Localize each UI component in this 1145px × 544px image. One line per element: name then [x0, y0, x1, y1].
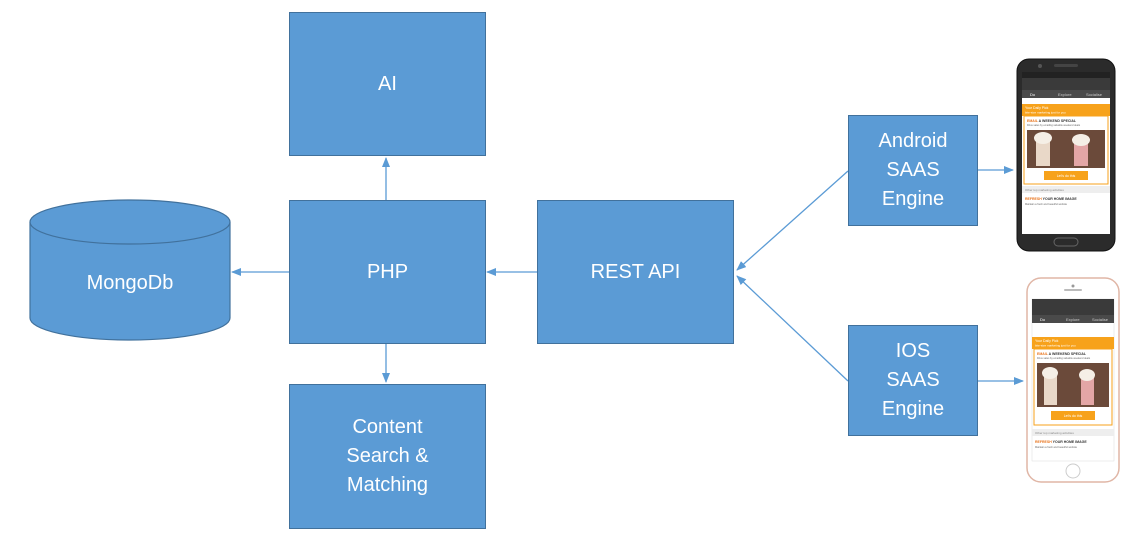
content-search-label: Content Search & Matching — [346, 416, 429, 496]
ios-card1-text: Drive sales by emailing valuable weekend… — [1037, 357, 1091, 360]
android-card2-text: Maintain a fresh and beautiful website — [1025, 203, 1068, 206]
ai-node: AI — [289, 12, 486, 156]
android-tab-1: Do — [1030, 92, 1036, 97]
ios-card2-title: REFRESH YOUR HOME IMAGE — [1035, 440, 1087, 444]
arrow-android-to-rest-api — [736, 170, 849, 271]
rest-api-label: REST API — [590, 260, 681, 283]
ios-card1-accent: EMAIL — [1037, 352, 1049, 356]
ios-card2-rest: YOUR HOME IMAGE — [1052, 440, 1088, 444]
android-engine-label: Android SAAS Engine — [878, 130, 948, 210]
android-card1-title: EMAIL A WEEKEND SPECIAL — [1027, 119, 1077, 123]
mongodb-cylinder — [29, 199, 231, 341]
ios-phone: Do Explore Socialise Your Daily Pick bit… — [1026, 277, 1120, 483]
android-card1-rest: A WEEKEND SPECIAL — [1038, 119, 1077, 123]
android-phone: Do Explore Socialise Your Daily Pick bit… — [1016, 58, 1116, 252]
ios-tab-3: Socialise — [1092, 317, 1109, 322]
android-daily-pick-sub: bite-size marketing just for you — [1025, 111, 1066, 115]
android-daily-pick: Your Daily Pick — [1025, 106, 1049, 110]
android-cta: Let's do this — [1057, 174, 1076, 178]
content-search-node: Content Search & Matching — [289, 384, 486, 529]
android-card1-accent: EMAIL — [1027, 119, 1039, 123]
php-label: PHP — [366, 260, 409, 283]
android-card1-text: Drive sales by emailing valuable weekend… — [1027, 124, 1081, 127]
android-card2-rest: YOUR HOME IMAGE — [1042, 197, 1078, 201]
ios-daily-pick: Your Daily Pick — [1035, 339, 1059, 343]
ios-card1-title: EMAIL A WEEKEND SPECIAL — [1037, 352, 1087, 356]
android-engine-node: Android SAAS Engine — [848, 115, 978, 226]
ios-card2-accent: REFRESH — [1035, 440, 1052, 444]
ios-tab-2: Explore — [1066, 317, 1080, 322]
ai-label: AI — [378, 72, 397, 95]
ios-divider: Other top marketing activities — [1035, 431, 1074, 435]
ios-cta: Let's do this — [1064, 414, 1083, 418]
ios-daily-pick-sub: bite-size marketing just for you — [1035, 344, 1076, 348]
php-node: PHP — [289, 200, 486, 344]
ios-tab-1: Do — [1040, 317, 1046, 322]
mongodb-text: MongoDb — [86, 272, 174, 294]
mongodb-label: MongoDb — [30, 272, 230, 295]
ios-card2-text: Maintain a fresh and beautiful website — [1035, 446, 1078, 449]
ios-engine-label: IOS SAAS Engine — [881, 340, 945, 420]
android-tab-2: Explore — [1058, 92, 1072, 97]
ios-engine-node: IOS SAAS Engine — [848, 325, 978, 436]
android-divider: Other top marketing activities — [1025, 188, 1064, 192]
android-tab-3: Socialise — [1086, 92, 1103, 97]
android-card2-title: REFRESH YOUR HOME IMAGE — [1025, 197, 1077, 201]
ios-card1-rest: A WEEKEND SPECIAL — [1048, 352, 1087, 356]
android-card2-accent: REFRESH — [1025, 197, 1042, 201]
arrow-ios-to-rest-api — [736, 275, 849, 382]
rest-api-node: REST API — [537, 200, 734, 344]
